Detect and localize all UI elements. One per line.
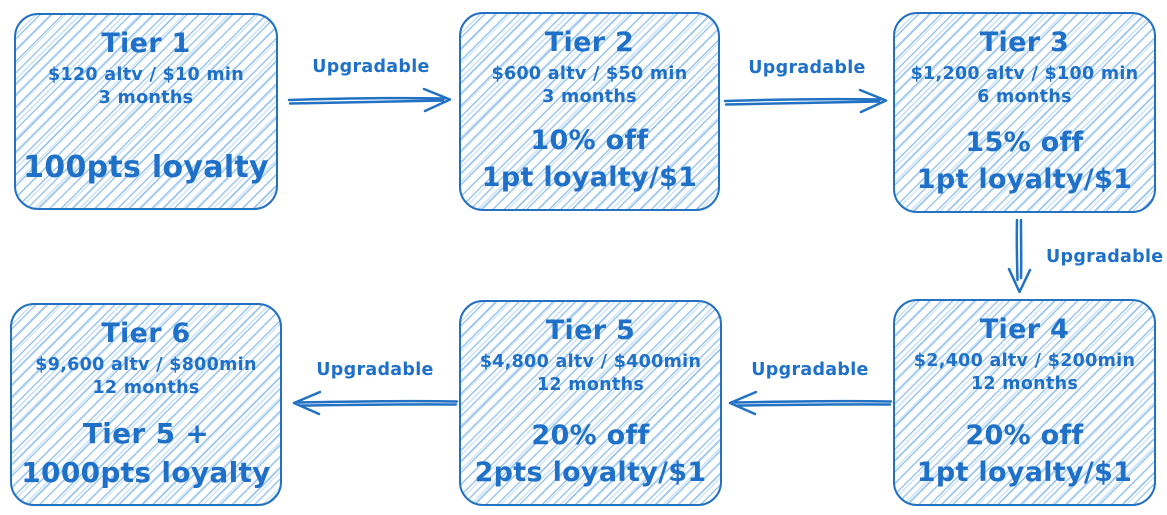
tier-2-benefit: 1pt loyalty/$1 [481, 162, 698, 194]
arrow-label: Upgradable [312, 57, 430, 77]
tier-2-duration: 3 months [542, 87, 637, 108]
arrow-tier4-to-tier5: Upgradable [727, 360, 893, 417]
arrow-tier5-to-tier6: Upgradable [291, 360, 459, 417]
tier-4-benefits: 20% off 1pt loyalty/$1 [917, 419, 1132, 491]
tier-1-requirement: $120 altv / $10 min [48, 65, 244, 86]
tier-4-box: Tier 4 $2,400 altv / $200min 12 months 2… [893, 299, 1156, 506]
tier-1-benefit: 100pts loyalty [23, 149, 269, 185]
tier-4-title: Tier 4 [979, 314, 1070, 345]
tier-1-title: Tier 1 [101, 28, 191, 59]
tier-2-benefit: 10% off [530, 124, 649, 156]
tier-4-header: Tier 4 $2,400 altv / $200min 12 months [914, 314, 1135, 394]
tier-5-benefit: 2pts loyalty/$1 [474, 457, 707, 489]
arrow-tier1-to-tier2: Upgradable [287, 57, 455, 114]
arrow-label: Upgradable [316, 360, 434, 380]
tier-4-duration: 12 months [970, 374, 1079, 395]
tier-6-duration: 12 months [92, 378, 200, 399]
tier-5-title: Tier 5 [545, 315, 636, 346]
tier-4-requirement: $2,400 altv / $200min [913, 351, 1136, 372]
tier-2-header: Tier 2 $600 altv / $50 min 3 months [492, 27, 688, 107]
tier-4-benefit: 1pt loyalty/$1 [916, 457, 1133, 489]
tier-2-requirement: $600 altv / $50 min [491, 64, 688, 85]
right-arrow-icon [723, 88, 888, 114]
tier-4-benefit: 20% off [965, 419, 1084, 451]
tier-5-duration: 12 months [536, 375, 645, 396]
tier-1-duration: 3 months [98, 88, 194, 109]
tier-5-header: Tier 5 $4,800 altv / $400min 12 months [480, 315, 701, 395]
tier-6-benefits: Tier 5 + 1000pts loyalty [21, 416, 271, 490]
tier-2-box: Tier 2 $600 altv / $50 min 3 months 10% … [459, 12, 720, 211]
arrow-tier3-to-tier4: Upgradable [1004, 218, 1163, 296]
tier-2-benefits: 10% off 1pt loyalty/$1 [482, 124, 697, 196]
tier-1-benefits: 100pts loyalty [23, 149, 269, 187]
tier-6-requirement: $9,600 altv / $800min [35, 355, 257, 376]
tier-5-benefits: 20% off 2pts loyalty/$1 [475, 419, 707, 491]
tier-3-box: Tier 3 $1,200 altv / $100 min 6 months 1… [893, 12, 1156, 213]
arrow-label: Upgradable [748, 58, 866, 78]
tier-6-title: Tier 6 [101, 318, 191, 349]
tier-5-box: Tier 5 $4,800 altv / $400min 12 months 2… [459, 300, 722, 506]
left-arrow-icon [292, 390, 459, 416]
tier-3-title: Tier 3 [979, 27, 1070, 58]
arrow-tier2-to-tier3: Upgradable [723, 58, 891, 115]
left-arrow-icon [728, 390, 893, 416]
tier-3-benefit: 15% off [965, 126, 1084, 158]
tier-3-duration: 6 months [977, 87, 1072, 108]
tier-1-box: Tier 1 $120 altv / $10 min 3 months 100p… [14, 13, 278, 210]
tier-3-header: Tier 3 $1,200 altv / $100 min 6 months [911, 27, 1139, 107]
tier-3-requirement: $1,200 altv / $100 min [910, 64, 1139, 85]
tier-6-benefit: Tier 5 + [82, 417, 210, 450]
tier-5-benefit: 20% off [531, 419, 650, 451]
tier-2-title: Tier 2 [544, 27, 635, 58]
tier-3-benefit: 1pt loyalty/$1 [916, 164, 1133, 196]
tier-6-box: Tier 6 $9,600 altv / $800min 12 months T… [10, 303, 282, 506]
arrow-label: Upgradable [1046, 247, 1164, 267]
tier-5-requirement: $4,800 altv / $400min [479, 352, 702, 373]
arrow-label: Upgradable [751, 360, 869, 380]
tier-6-header: Tier 6 $9,600 altv / $800min 12 months [35, 318, 256, 398]
tier-1-header: Tier 1 $120 altv / $10 min 3 months [48, 28, 244, 108]
down-arrow-icon [1007, 218, 1032, 294]
right-arrow-icon [287, 87, 452, 113]
tier-3-benefits: 15% off 1pt loyalty/$1 [917, 126, 1132, 198]
tier-6-benefit: 1000pts loyalty [21, 456, 271, 489]
